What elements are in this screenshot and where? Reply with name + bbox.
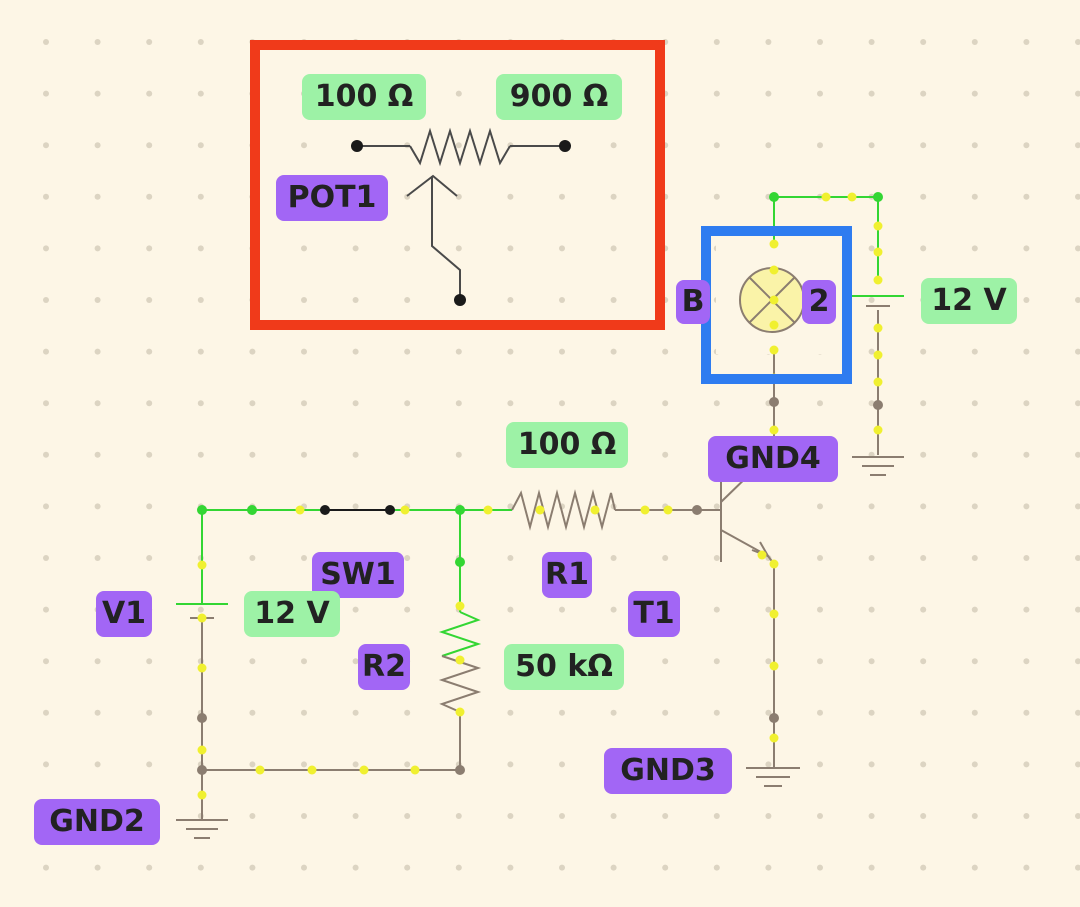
pot-terminal-right[interactable] [559, 140, 571, 152]
wire-node-dots [197, 192, 883, 800]
ground-gnd4-symbol [852, 456, 904, 476]
junction-dot [455, 557, 465, 567]
r2-name-label: R2 [358, 644, 410, 690]
wire-node-dot [359, 765, 369, 775]
junction-dot [197, 713, 207, 723]
wire-node-dot [873, 221, 883, 231]
wire-node-dot [295, 505, 305, 515]
ground-gnd2-symbol [176, 819, 228, 839]
battery2-value-label: 12 V [921, 278, 1017, 324]
wire-node-dot [769, 239, 779, 249]
wire-node-dot [769, 661, 779, 671]
junction-dot [873, 192, 883, 202]
wire-node-dot [307, 765, 317, 775]
wire-node-dot [197, 790, 207, 800]
battery-12v-lamp[interactable] [852, 295, 904, 307]
wire-node-dot [535, 505, 545, 515]
resistor-r1[interactable] [511, 489, 616, 531]
wire-node-dot [640, 505, 650, 515]
wire-node-dot [197, 745, 207, 755]
v1-name-label: V1 [96, 591, 152, 637]
junction-dot [769, 397, 779, 407]
r2-value-label: 50 kΩ [504, 644, 624, 690]
wire-node-dot [455, 655, 465, 665]
t1-name-label: T1 [628, 591, 680, 637]
bulb-name-label-left: B [676, 280, 710, 324]
wire-node-dot [769, 320, 779, 330]
sw1-name-label: SW1 [312, 552, 404, 598]
bulb-name-label-right: 2 [802, 280, 836, 324]
wire-node-dot [757, 550, 767, 560]
wire-node-dot [663, 505, 673, 515]
wire-node-dot [769, 265, 779, 275]
wire-node-dot [455, 601, 465, 611]
junction-dot [769, 713, 779, 723]
wire-node-dot [455, 707, 465, 717]
junction-dot [455, 765, 465, 775]
junction-dot [247, 505, 257, 515]
wire-node-dot [769, 295, 779, 305]
junction-dot [769, 192, 779, 202]
pot-terminal-left[interactable] [351, 140, 363, 152]
r1-name-label: R1 [542, 552, 592, 598]
pot-left-value-label: 100 Ω [302, 74, 426, 120]
wire-node-dot [769, 733, 779, 743]
v1-value-label: 12 V [244, 591, 340, 637]
wire-node-dot [197, 663, 207, 673]
junction-dot [455, 505, 465, 515]
gnd3-label: GND3 [604, 748, 732, 794]
gnd4-label: GND4 [708, 436, 838, 482]
junction-dot [197, 765, 207, 775]
wire-node-dot [873, 275, 883, 285]
wire-node-dot [769, 345, 779, 355]
transistor-t1[interactable] [720, 469, 771, 562]
wire-node-dot [769, 609, 779, 619]
wire-node-dot [483, 505, 493, 515]
wire-node-dot [590, 505, 600, 515]
junction-dot [692, 505, 702, 515]
wire-node-dot [197, 560, 207, 570]
wire-node-dot [873, 425, 883, 435]
switch-sw1[interactable] [320, 505, 395, 515]
wire-node-dot [873, 323, 883, 333]
pot-right-value-label: 900 Ω [496, 74, 622, 120]
wire-node-dot [197, 613, 207, 623]
wire-node-dot [847, 192, 857, 202]
wire-node-dot [873, 350, 883, 360]
wire-node-dot [410, 765, 420, 775]
ground-gnd3-symbol [746, 767, 800, 787]
wire-node-dot [400, 505, 410, 515]
pot-terminal-wiper[interactable] [454, 294, 466, 306]
wire-node-dot [255, 765, 265, 775]
highlight-box-red [250, 40, 665, 330]
potentiometer-pot1[interactable] [357, 127, 565, 300]
wire-node-dot [821, 192, 831, 202]
resistor-r2[interactable] [438, 611, 482, 713]
wire-node-dot [873, 377, 883, 387]
pot-name-label: POT1 [276, 175, 388, 221]
gnd2-label: GND2 [34, 799, 160, 845]
junction-dot [197, 505, 207, 515]
junction-dot [873, 400, 883, 410]
wire-node-dot [769, 559, 779, 569]
wire-node-dot [873, 247, 883, 257]
wire-node-dot [769, 425, 779, 435]
r1-value-label: 100 Ω [506, 422, 628, 468]
